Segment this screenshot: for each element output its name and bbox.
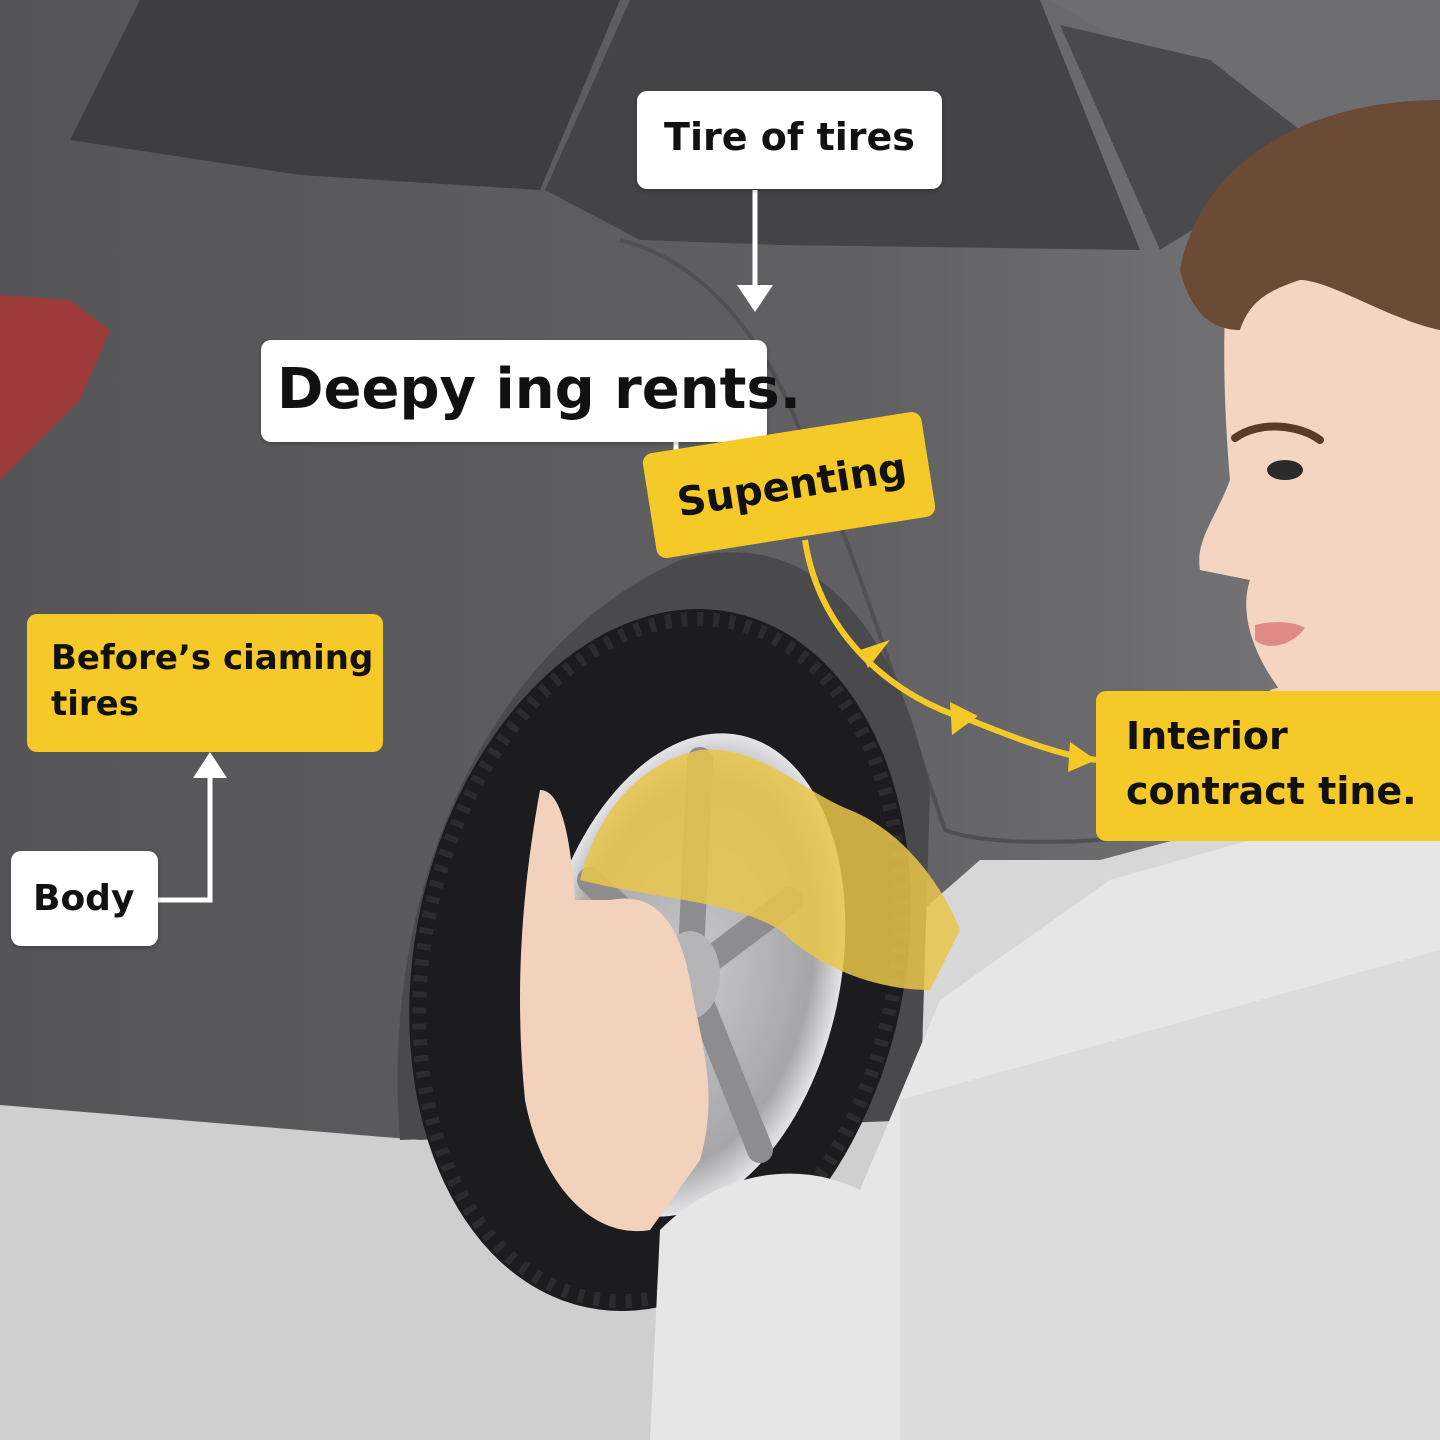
arrowhead-body bbox=[193, 752, 227, 778]
rear-window bbox=[70, 0, 620, 190]
arrowhead-tire-of-tires bbox=[737, 285, 773, 312]
callout-body: Body bbox=[11, 851, 158, 946]
door-seam bbox=[619, 238, 1231, 844]
person-hair bbox=[1180, 100, 1440, 330]
callout-before-ciaming-tires: Before’s ciaming tires bbox=[27, 614, 383, 752]
callout-tire-of-tires: Tire of tires bbox=[637, 91, 942, 189]
arrowhead-supenting-3 bbox=[1068, 742, 1096, 772]
arrowhead-supenting-1 bbox=[860, 640, 890, 668]
person-lips bbox=[1255, 622, 1305, 646]
person-brow bbox=[1231, 422, 1324, 444]
tire-tread bbox=[412, 612, 908, 1308]
yellow-glove bbox=[580, 749, 960, 990]
arrowhead-supenting-2 bbox=[950, 702, 978, 735]
person-hand bbox=[520, 790, 709, 1232]
tail-light bbox=[0, 295, 110, 480]
callout-interior-contract-tine: Interior contract tine. bbox=[1096, 691, 1440, 841]
arrow-body bbox=[158, 770, 213, 903]
sweater-shade bbox=[900, 950, 1440, 1440]
callout-deepy-ing-rents: Deepy ing rents. bbox=[261, 340, 801, 442]
person-eye bbox=[1267, 460, 1303, 480]
person-face bbox=[1199, 200, 1440, 713]
